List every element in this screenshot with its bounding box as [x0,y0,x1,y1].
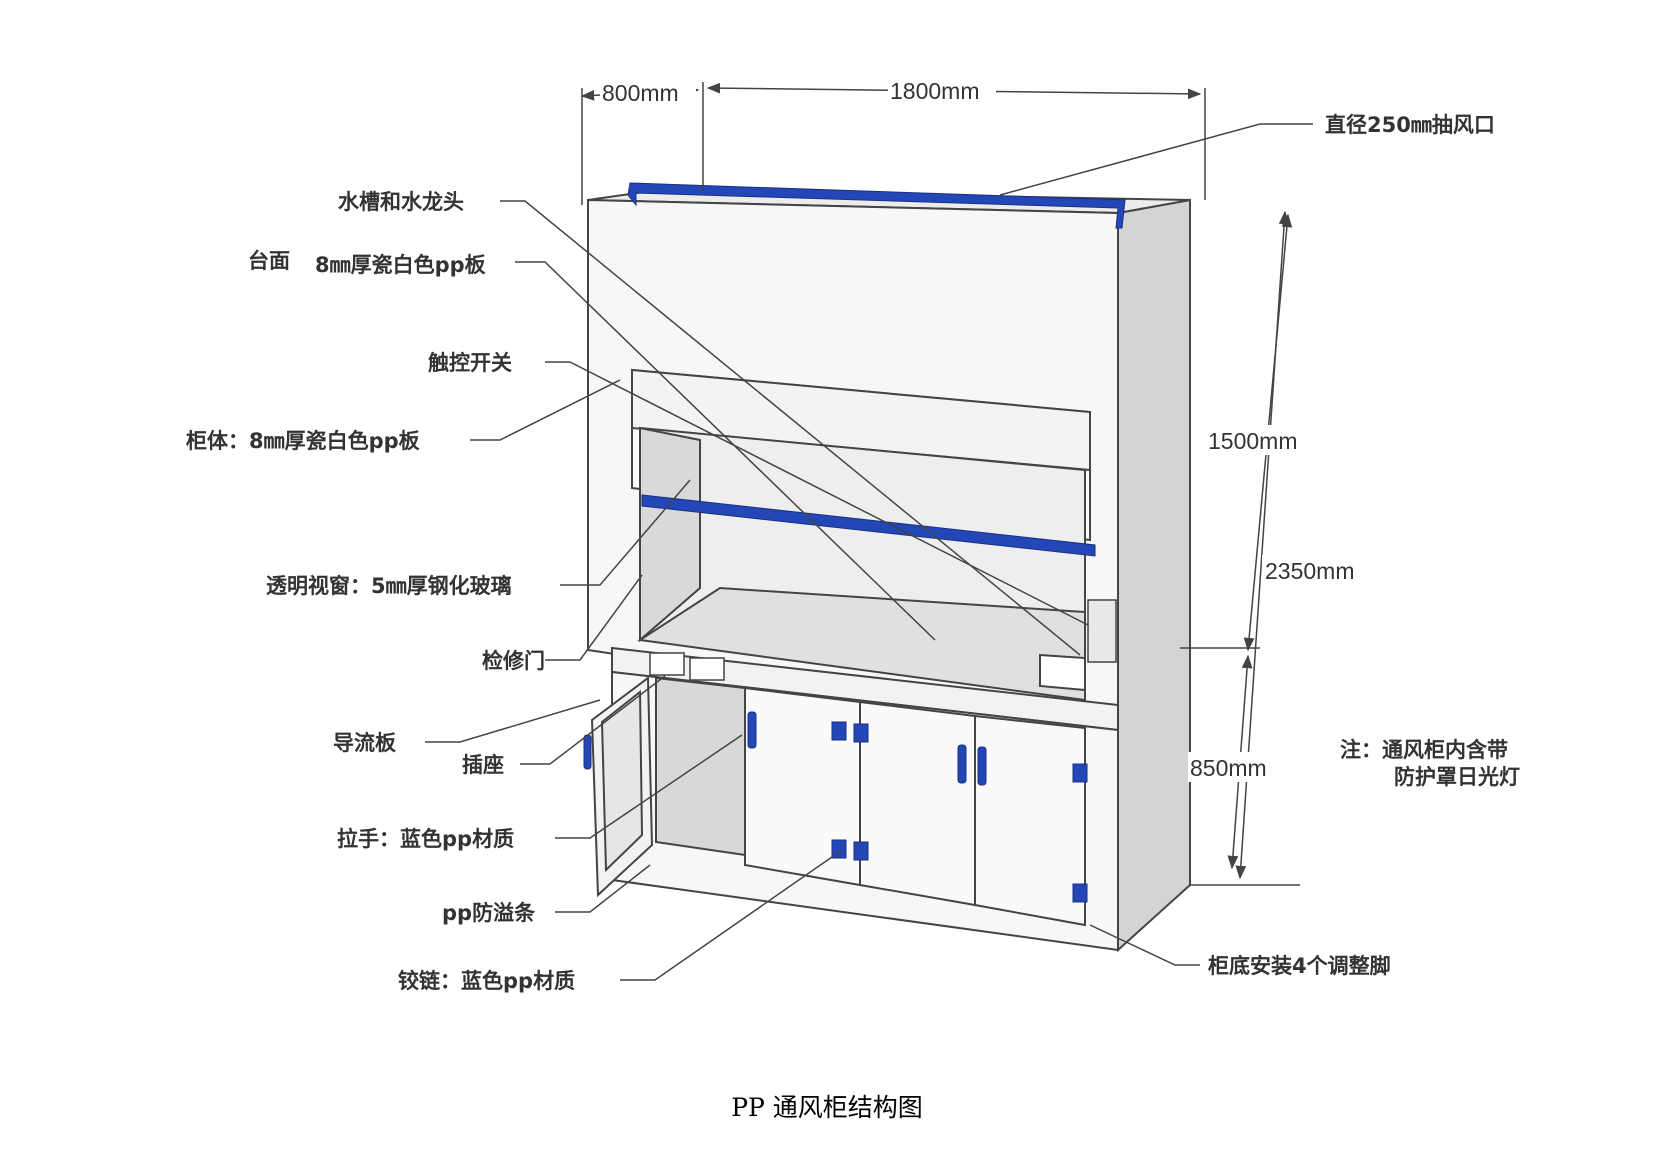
label-body: 柜体：8㎜厚瓷白色pp板 [186,429,421,453]
sash-upper-glass [631,368,1091,472]
control-panel [649,599,1117,681]
label-exhaust: 直径250㎜抽风口 [1325,113,1495,137]
door-front-2 [859,700,976,907]
sink-basin [1039,653,1086,692]
dim-total-height: 2350mm [1265,558,1354,584]
label-spill-strip: pp防溢条 [442,901,536,925]
hinge-6 [1072,883,1088,903]
figure-caption: PP 通风柜结构图 [731,1093,923,1122]
socket-2 [689,657,725,681]
label-sink: 水槽和水龙头 [338,190,464,214]
label-window: 透明视窗：5㎜厚钢化玻璃 [266,574,512,598]
label-touch-switch: 触控开关 [428,351,512,375]
label-note-line-2: 防护罩日光灯 [1394,765,1520,789]
dim-width: 1800mm [890,78,979,104]
cabinet-illustration [587,188,1191,953]
right-side-panel [1117,198,1191,953]
hinge-1 [831,721,847,741]
label-feet: 柜底安装4个调整脚 [1208,954,1391,978]
open-door-inner [600,689,644,873]
socket-1 [649,652,685,676]
hinge-2 [853,723,869,743]
sash-handle-bar [641,494,1096,557]
label-countertop-b: 8㎜厚瓷白色pp板 [315,253,487,277]
callout-labels: 直径250㎜抽风口 水槽和水龙头 台面 8㎜厚瓷白色pp板 触控开关 柜体：8㎜… [186,113,1520,993]
dim-base-height: 850mm [1190,755,1267,781]
label-note-line-1: 注：通风柜内含带 [1340,738,1508,762]
leader-lines [425,123,1313,981]
dim-upper-height: 1500mm [1208,428,1297,454]
dimension-labels: 800mm 1800mm 1500mm 2350mm 850mm [600,76,1372,782]
label-service-door: 检修门 [482,649,545,673]
handle-2 [957,744,967,784]
door-left-interior [655,676,746,857]
touch-panel [1087,599,1117,663]
label-socket: 插座 [462,753,504,777]
hinge-3 [831,839,847,859]
handle-4 [583,734,592,770]
dim-depth: 800mm [602,80,679,106]
label-baffle: 导流板 [333,731,397,755]
handle-1 [747,711,757,749]
door-front-3 [974,714,1086,927]
label-handle: 拉手：蓝色pp材质 [337,827,514,851]
blue-components [583,182,1126,903]
work-surface [637,586,1086,702]
chamber-left-wall [639,426,701,643]
handle-3 [977,746,987,786]
label-hinge: 铰链：蓝色pp材质 [398,969,575,993]
label-countertop-a: 台面 [248,249,290,273]
top-rail [627,182,1126,229]
hinge-4 [853,841,869,861]
hinge-5 [1072,763,1088,783]
